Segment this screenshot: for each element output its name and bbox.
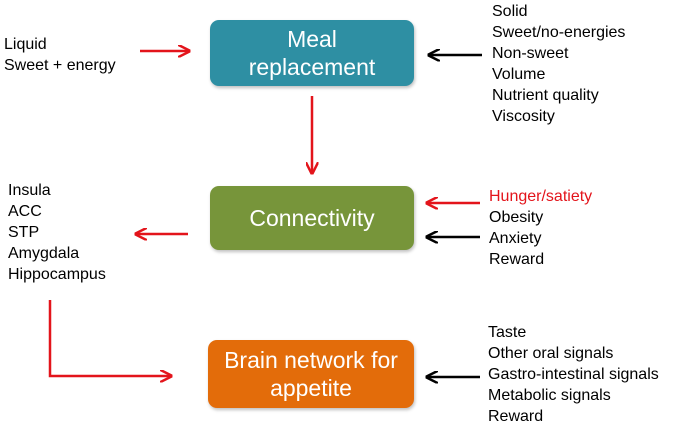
list-item: Insula (8, 182, 51, 199)
list-item: Amygdala (8, 245, 80, 262)
meal-replacement-label: Meal replacement (248, 26, 376, 80)
list-item: ACC (8, 203, 42, 220)
list-item: Viscosity (492, 108, 555, 125)
list-item: Volume (492, 66, 546, 83)
list-item: Sweet/no-energies (492, 24, 626, 41)
meal-replacement-box: Meal replacement (210, 20, 414, 86)
list-item: Reward (488, 408, 544, 425)
list-item: Anxiety (489, 230, 542, 247)
brain-inputs-list: Taste Other oral signals Gastro-intestin… (488, 322, 659, 427)
list-item-highlighted: Hunger/satiety (489, 188, 593, 205)
connectivity-box: Connectivity (210, 186, 414, 250)
brain-network-label: Brain network for appetite (224, 347, 398, 401)
list-item: Solid (492, 3, 528, 20)
brain-network-box: Brain network for appetite (208, 340, 414, 408)
list-item: Taste (488, 324, 527, 341)
liquid-list: Liquid Sweet + energy (4, 34, 116, 76)
list-item: Liquid (4, 36, 47, 53)
list-item: STP (8, 224, 40, 241)
list-item: Obesity (489, 209, 544, 226)
connectivity-label: Connectivity (249, 205, 375, 231)
list-item: Other oral signals (488, 345, 614, 362)
meal-inputs-list: Solid Sweet/no-energies Non-sweet Volume… (492, 1, 625, 127)
connectivity-inputs-list: Hunger/satiety Obesity Anxiety Reward (489, 186, 592, 270)
arrow-regions-to-brain (48, 300, 170, 376)
list-item: Sweet + energy (4, 57, 116, 74)
list-item: Nutrient quality (492, 87, 599, 104)
list-item: Non-sweet (492, 45, 569, 62)
list-item: Metabolic signals (488, 387, 611, 404)
list-item: Hippocampus (8, 266, 106, 283)
list-item: Gastro-intestinal signals (488, 366, 659, 383)
connectivity-regions-list: Insula ACC STP Amygdala Hippocampus (8, 180, 106, 285)
list-item: Reward (489, 251, 545, 268)
